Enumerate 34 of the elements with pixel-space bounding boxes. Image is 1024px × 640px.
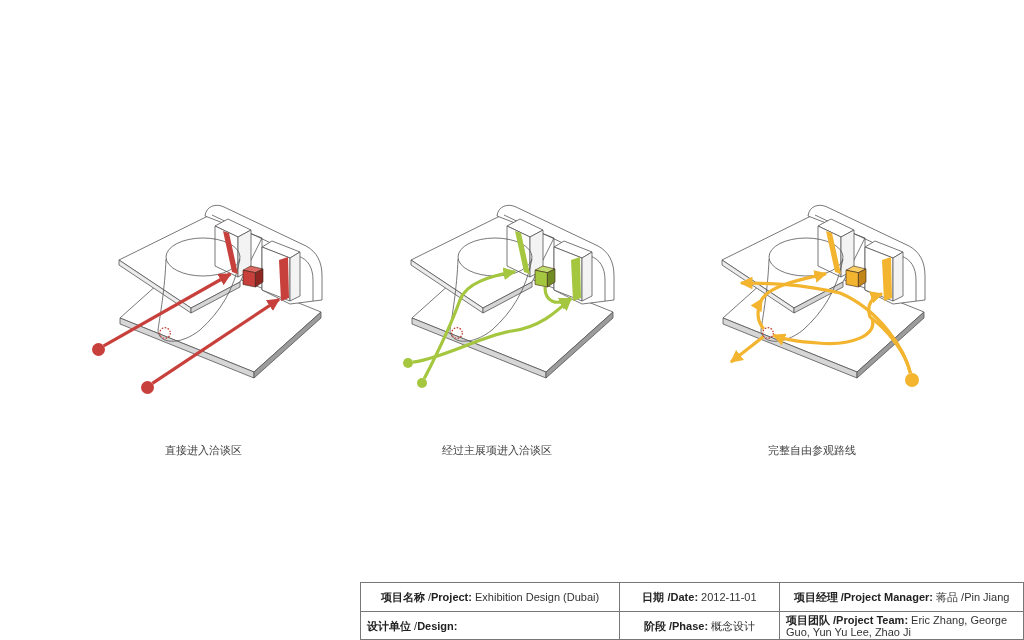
start-dot [140,380,154,394]
arrow [151,297,281,385]
arrow [422,267,517,380]
caption: 完整自由参观路线 [768,444,856,457]
arrow [543,286,573,310]
caption: 直接进入洽谈区 [164,444,242,457]
dotted-circle [159,327,171,339]
wall-stripe [826,231,841,274]
start-dot [905,373,919,387]
wall-stripe [279,257,289,301]
wall-stripe [223,231,238,274]
arrow [739,276,912,374]
wall-stripe [882,257,892,301]
title-block-cell: 设计单位 /Design: [360,611,620,640]
caption: 经过主展项进入洽谈区 [442,444,552,457]
wall-stripe [571,257,581,301]
title-block-cell: 项目名称 /Project: Exhibition Design (Dubai) [360,582,620,612]
arrow [867,291,912,374]
cube [535,266,555,287]
dotted-circle [451,327,463,339]
cube [846,266,866,287]
title-block-cell: 项目经理 /Project Manager: 蒋品 /Pin Jiang [779,582,1024,612]
arrow [772,317,875,346]
arrow [751,270,827,330]
arrow [102,272,232,348]
start-dot [91,342,105,356]
start-dot [403,358,413,368]
wall-stripe [515,231,530,274]
arrow [412,297,573,364]
start-dot [417,378,427,388]
dotted-circle [762,327,774,339]
cube [243,266,263,287]
title-block-cell: 项目团队 /Project Team: Eric Zhang, George Guo, Yun Yu Lee, Zhao Ji [779,611,1024,640]
arrow [730,335,765,364]
